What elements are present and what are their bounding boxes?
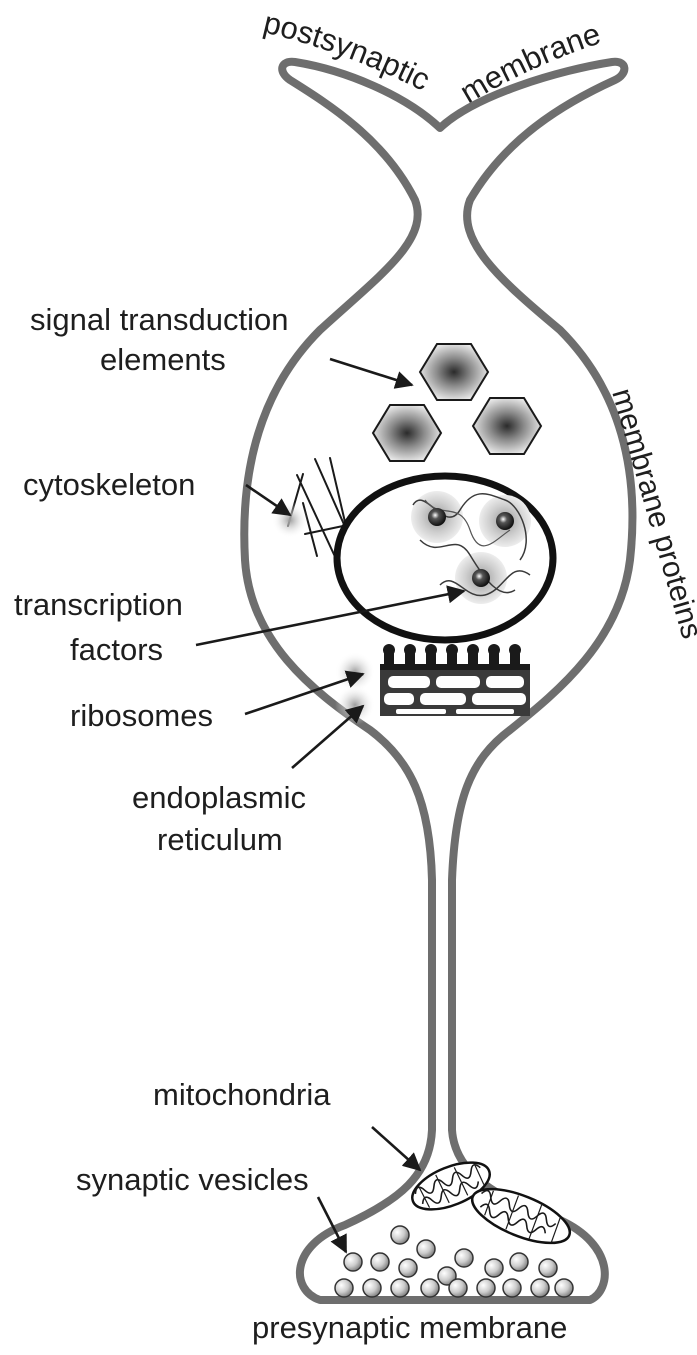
mitochondria — [406, 1153, 577, 1254]
label-transcription-line1: transcription — [14, 587, 183, 622]
ribosomes — [380, 644, 530, 670]
ribosome-icon — [383, 644, 395, 666]
svg-text:postsynaptic: postsynaptic — [260, 5, 435, 98]
vesicle-icon — [391, 1226, 409, 1244]
arrow-cytoskeleton — [246, 485, 290, 515]
label-endoplasmic-line2: reticulum — [157, 822, 283, 857]
hexagon-icon — [473, 398, 541, 454]
arrow-endoplasmic-reticulum — [292, 706, 363, 768]
label-mitochondria: mitochondria — [153, 1077, 331, 1112]
signal-transduction-elements — [373, 344, 541, 461]
endoplasmic-reticulum — [380, 670, 530, 716]
transcription-factor-core — [428, 508, 446, 526]
label-ribosomes: ribosomes — [70, 698, 213, 733]
transcription-factor-core — [472, 569, 490, 587]
arrow-mitochondria — [372, 1127, 420, 1170]
label-synaptic-vesicles: synaptic vesicles — [76, 1162, 309, 1197]
hexagon-icon — [420, 344, 488, 400]
label-presynaptic-membrane: presynaptic membrane — [252, 1310, 567, 1345]
label-signal-transduction-line2: elements — [100, 342, 226, 377]
transcription-factor-core — [496, 512, 514, 530]
label-postsynaptic: postsynaptic — [260, 5, 435, 98]
label-cytoskeleton: cytoskeleton — [23, 467, 195, 502]
label-endoplasmic-line1: endoplasmic — [132, 780, 306, 815]
label-transcription-line2: factors — [70, 632, 163, 667]
label-signal-transduction-line1: signal transduction — [30, 302, 289, 337]
arrow-signal-transduction — [330, 359, 412, 385]
mitochondrion-icon — [465, 1178, 576, 1254]
hexagon-icon — [373, 405, 441, 461]
